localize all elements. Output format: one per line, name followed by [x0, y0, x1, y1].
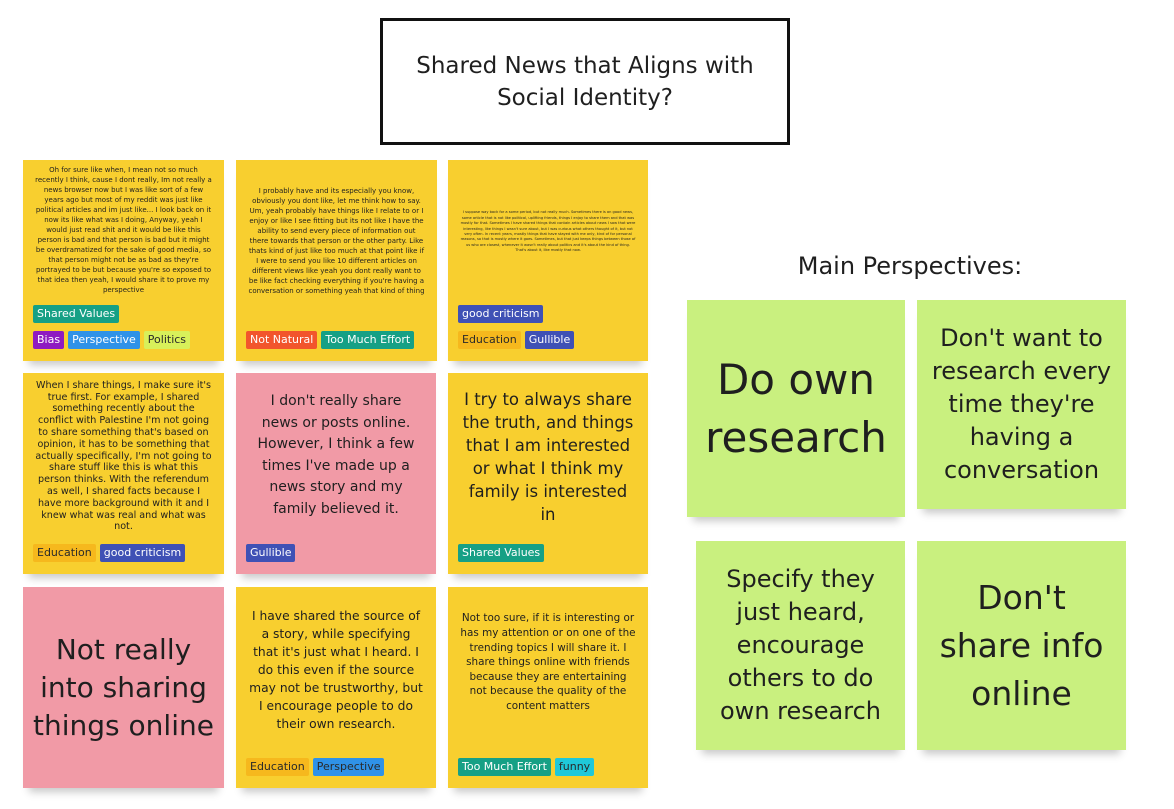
sticky-note[interactable]: Oh for sure like when, I mean not so muc… [23, 160, 224, 361]
tag-good-criticism[interactable]: good criticism [458, 305, 544, 323]
sticky-note[interactable]: I suppose way back for a some period, bu… [448, 160, 648, 361]
note-text: Oh for sure like when, I mean not so muc… [35, 165, 212, 294]
sticky-note[interactable]: I try to always share the truth, and thi… [448, 373, 648, 574]
perspective-note[interactable]: Do own research [687, 300, 905, 517]
perspective-text: Specify they just heard, encourage other… [720, 565, 881, 725]
tag-education[interactable]: Education [458, 331, 521, 349]
perspective-note[interactable]: Don't want to research every time they'r… [917, 300, 1126, 509]
tag-shared-values[interactable]: Shared Values [33, 305, 120, 323]
tag-perspective[interactable]: Perspective [312, 758, 385, 776]
note-tags: Not Natural Too Much Effort [246, 331, 431, 349]
tag-education[interactable]: Education [246, 758, 309, 776]
note-tags: Education good criticism [33, 544, 218, 562]
note-tags: Gullible [246, 544, 430, 562]
note-tags: good criticism Education Gullible [458, 305, 642, 349]
note-text: I try to always share the truth, and thi… [462, 389, 634, 524]
perspective-note[interactable]: Specify they just heard, encourage other… [696, 541, 905, 750]
board-title[interactable]: Shared News that Aligns with Social Iden… [380, 18, 790, 145]
tag-gullible[interactable]: Gullible [524, 331, 575, 349]
tag-shared-values[interactable]: Shared Values [458, 544, 545, 562]
tag-perspective[interactable]: Perspective [68, 331, 140, 349]
note-tags: Education Perspective [246, 758, 430, 776]
tag-education[interactable]: Education [33, 544, 96, 562]
perspective-note[interactable]: Don't share info online [917, 541, 1126, 750]
tag-too-much-effort[interactable]: Too Much Effort [321, 331, 415, 349]
note-tags: Too Much Effort funny [458, 758, 642, 776]
note-text: I suppose way back for a some period, bu… [460, 210, 636, 253]
tag-politics[interactable]: Politics [143, 331, 191, 349]
note-text: When I share things, I make sure it's tr… [35, 379, 212, 533]
sticky-note[interactable]: When I share things, I make sure it's tr… [23, 373, 224, 574]
perspective-text: Don't want to research every time they'r… [931, 324, 1112, 484]
sticky-note[interactable]: I have shared the source of a story, whi… [236, 587, 436, 788]
tag-too-much-effort[interactable]: Too Much Effort [458, 758, 551, 776]
perspective-text: Don't share info online [939, 577, 1104, 713]
tag-funny[interactable]: funny [554, 758, 595, 776]
sticky-note[interactable]: I don't really share news or posts onlin… [236, 373, 436, 574]
tag-good-criticism[interactable]: good criticism [99, 544, 186, 562]
perspective-text: Do own research [705, 354, 887, 462]
note-text: I have shared the source of a story, whi… [249, 608, 423, 731]
tag-not-natural[interactable]: Not Natural [246, 331, 318, 349]
note-tags: Shared Values [458, 544, 642, 562]
board-title-text: Shared News that Aligns with Social Iden… [416, 52, 754, 111]
sticky-note[interactable]: I probably have and its especially you k… [236, 160, 437, 361]
tag-bias[interactable]: Bias [33, 331, 65, 349]
note-tags: Shared Values Bias Perspective Politics [33, 305, 218, 349]
sticky-note[interactable]: Not too sure, if it is interesting or ha… [448, 587, 648, 788]
section-label-main-perspectives: Main Perspectives: [797, 252, 1023, 280]
sticky-note[interactable]: Not really into sharing things online [23, 587, 224, 788]
note-text: I probably have and its especially you k… [248, 186, 425, 295]
note-text: Not really into sharing things online [33, 632, 214, 742]
tag-gullible[interactable]: Gullible [246, 544, 296, 562]
note-text: Not too sure, if it is interesting or ha… [460, 612, 636, 712]
note-text: I don't really share news or posts onlin… [257, 393, 415, 517]
